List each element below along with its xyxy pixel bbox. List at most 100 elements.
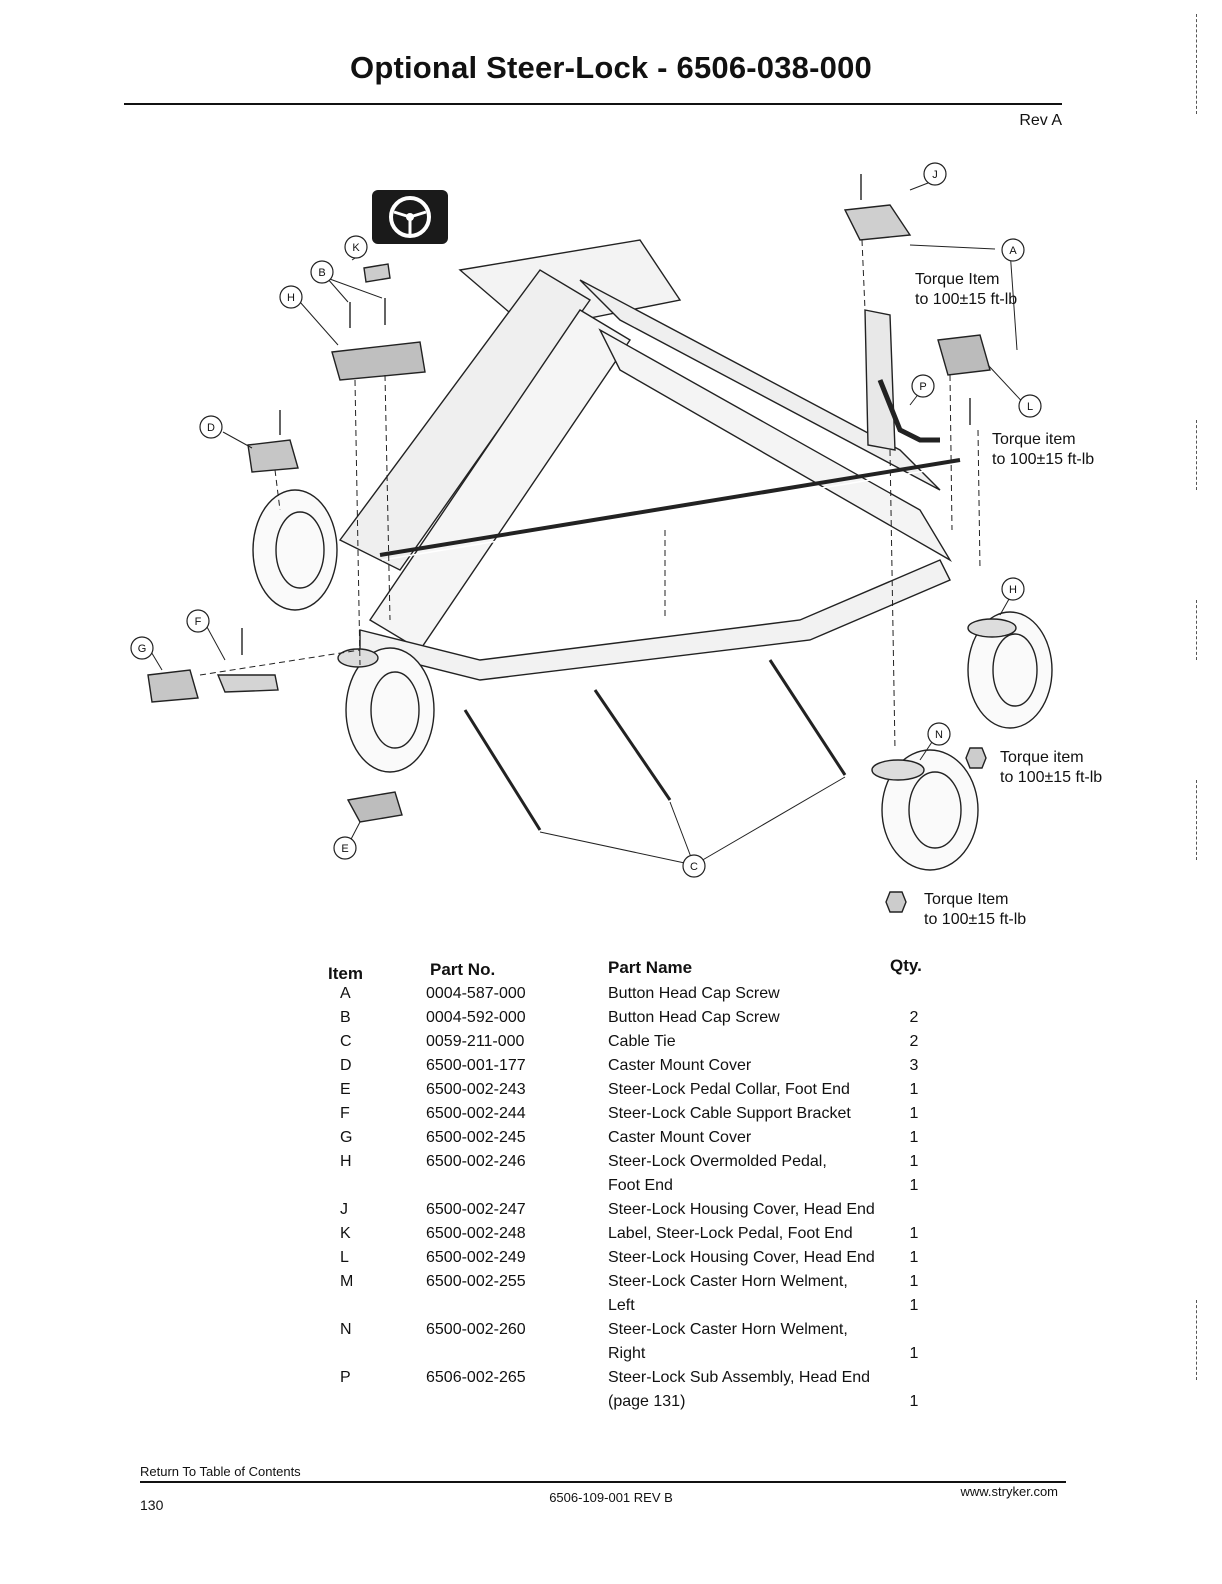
part-number: 6500-002-243 <box>426 1081 526 1098</box>
part-name: Cable Tie <box>608 1030 908 1054</box>
part-number: 6500-002-244 <box>426 1105 526 1122</box>
quantity: 1 <box>909 1273 919 1290</box>
part-name: Steer-Lock Caster Horn Welment,Left <box>608 1270 908 1318</box>
torque-note-line: Torque Item <box>924 891 1009 908</box>
column-header-qty: Qty. <box>890 956 922 975</box>
part-name-line: Cable Tie <box>608 1033 676 1050</box>
part-name: Steer-Lock Sub Assembly, Head End(page 1… <box>608 1366 908 1414</box>
part-number: 6506-002-265 <box>426 1369 526 1386</box>
leader-line <box>539 831 695 866</box>
part-number: 6500-002-246 <box>426 1153 526 1170</box>
callout-bubble <box>199 415 223 439</box>
callout-label: A <box>1009 245 1017 257</box>
part-number: 6500-002-255 <box>426 1273 526 1290</box>
caster-wheel <box>992 633 1038 707</box>
part-number: 0004-592-000 <box>426 1009 526 1026</box>
torque-note-line: Torque Item <box>915 271 1000 288</box>
part-name-line: Label, Steer-Lock Pedal, Foot End <box>608 1225 853 1242</box>
part-name: Button Head Cap Screw <box>608 1006 908 1030</box>
assembly-line <box>889 449 896 751</box>
part-name: Steer-Lock Housing Cover, Head End <box>608 1198 908 1222</box>
part-name-line: Caster Mount Cover <box>608 1129 752 1146</box>
part-number: 6500-002-247 <box>426 1201 526 1218</box>
item-letter: N <box>340 1321 352 1338</box>
item-letter: B <box>340 1009 351 1026</box>
title-divider <box>124 103 1062 105</box>
pedal-label-k <box>363 263 391 283</box>
callout-label: G <box>138 643 147 655</box>
part-number: 6500-002-249 <box>426 1249 526 1266</box>
quantity: 1 <box>909 1177 919 1194</box>
table-row: B 0004-592-000 Button Head Cap Screw 2 <box>322 1006 942 1050</box>
leader-line <box>669 801 695 866</box>
part-name-line: Steer-Lock Housing Cover, Head End <box>608 1201 875 1218</box>
assembly-line <box>354 379 361 666</box>
callout-bubble <box>682 854 706 878</box>
quantity: 2 <box>909 1009 919 1026</box>
caster-mount-cover-g <box>147 669 199 703</box>
page-edge-mark <box>1196 600 1197 660</box>
steering-wheel-icon <box>372 190 448 244</box>
part-name: Button Head Cap Screw <box>608 982 908 1006</box>
callout-bubble <box>310 260 334 284</box>
torque-nut <box>885 891 907 913</box>
part-name-line: Caster Mount Cover <box>608 1057 752 1074</box>
part-name-line: Foot End <box>608 1177 673 1194</box>
torque-note-line: Torque item <box>992 431 1076 448</box>
page-number: 130 <box>140 1497 164 1513</box>
page-title: Optional Steer-Lock - 6506-038-000 <box>350 50 872 85</box>
assembly-line <box>949 374 953 531</box>
column-header-part-name: Part Name <box>608 958 693 977</box>
pedal-collar-e <box>346 791 403 823</box>
website-link[interactable]: www.stryker.com <box>960 1484 1058 1499</box>
callout-bubble <box>130 636 154 660</box>
caster-wheel <box>252 489 338 611</box>
part-name: Caster Mount Cover <box>608 1126 908 1150</box>
leader-line <box>222 431 253 449</box>
torque-note-line: to 100±15 ft-lb <box>924 911 1027 928</box>
leader-line <box>693 776 846 866</box>
caster-wheel <box>345 647 435 773</box>
leader-line <box>206 626 226 661</box>
revision-label: Rev A <box>1019 112 1062 129</box>
quantity: 1 <box>909 1129 919 1146</box>
callout-label: D <box>207 422 215 434</box>
torque-note-line: to 100±15 ft-lb <box>915 291 1018 308</box>
callout-label: E <box>341 843 348 855</box>
assembly-line <box>274 469 281 511</box>
quantity: 2 <box>909 1033 919 1050</box>
callout-bubble <box>923 162 947 186</box>
callout-label: L <box>1027 401 1033 413</box>
part-name-line: Steer-Lock Caster Horn Welment, <box>608 1273 848 1290</box>
part-name-line: Button Head Cap Screw <box>608 1009 780 1026</box>
frame-tube <box>579 279 941 491</box>
part-number: 6500-002-260 <box>426 1321 526 1338</box>
torque-note: Torque Item to 100±15 ft-lb <box>915 270 1017 310</box>
part-name: Steer-Lock Pedal Collar, Foot End <box>608 1078 908 1102</box>
part-name: Steer-Lock Cable Support Bracket <box>608 1102 908 1126</box>
overmolded-pedal-h <box>331 341 426 381</box>
housing-cover-j <box>843 204 912 241</box>
leader-line <box>326 277 349 303</box>
part-name-line: Steer-Lock Cable Support Bracket <box>608 1105 851 1122</box>
callout-label: B <box>318 267 325 279</box>
assembly-line <box>861 239 866 311</box>
quantity: 1 <box>909 1249 919 1266</box>
callout-bubble <box>927 722 951 746</box>
caster-wheel <box>908 771 962 849</box>
callout-bubble <box>333 836 357 860</box>
part-number: 6500-001-177 <box>426 1057 526 1074</box>
caster-mount-cover-d <box>247 439 299 473</box>
leader-line <box>299 301 339 346</box>
table-of-contents-link[interactable]: Return To Table of Contents <box>140 1464 301 1479</box>
column-header-part-no: Part No. <box>430 960 496 979</box>
part-number: 6500-002-248 <box>426 1225 526 1242</box>
